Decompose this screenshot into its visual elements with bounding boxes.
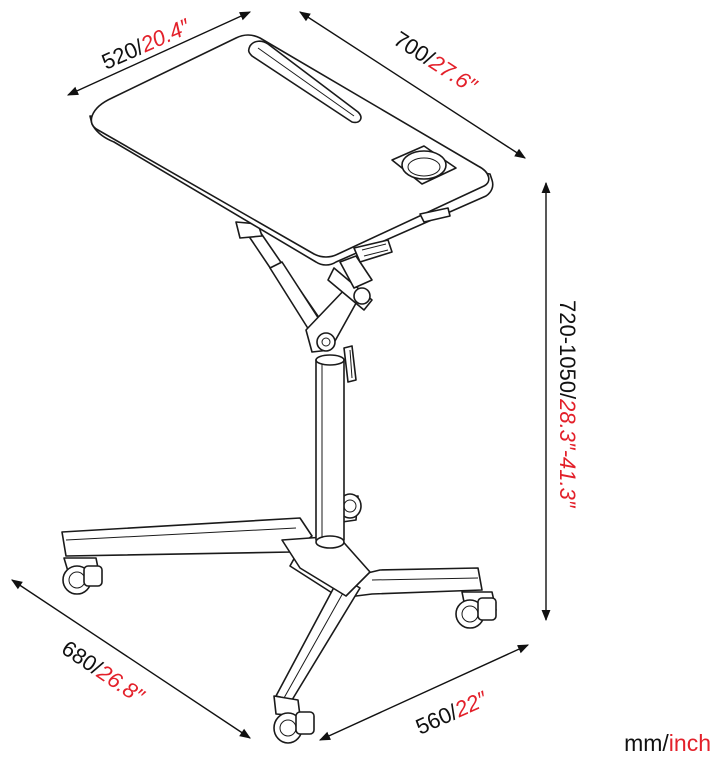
height-range-label: 720-1050/28.3″-41.3″ — [555, 300, 580, 509]
caster-left — [62, 557, 103, 595]
desktop-surface — [90, 34, 490, 258]
top-length-label: 700/27.6″ — [389, 26, 482, 99]
base-depth-dimension-line — [11, 579, 251, 739]
desk-base — [61, 495, 483, 701]
top-width-dimension-line — [66, 11, 252, 96]
caster-right — [455, 591, 497, 629]
base-depth-label: 680/26.8″ — [57, 635, 149, 709]
tilt-mechanism — [235, 221, 373, 353]
units-legend-imperial: inch — [668, 730, 711, 756]
units-legend-metric: mm/ — [624, 730, 669, 756]
height-adjustable-column — [315, 354, 345, 549]
base-width-label: 560/22″ — [412, 686, 492, 740]
caster-front — [273, 695, 315, 744]
height-lock-lever — [343, 345, 357, 383]
tilt-release-handle — [353, 239, 393, 263]
cup-holder — [391, 145, 457, 185]
base-width-dimension-line — [318, 644, 530, 741]
base-leg-left — [61, 517, 313, 557]
desktop-panel — [89, 34, 494, 266]
top-length-dimension-line — [299, 11, 526, 159]
units-legend: mm/inch — [624, 730, 711, 757]
